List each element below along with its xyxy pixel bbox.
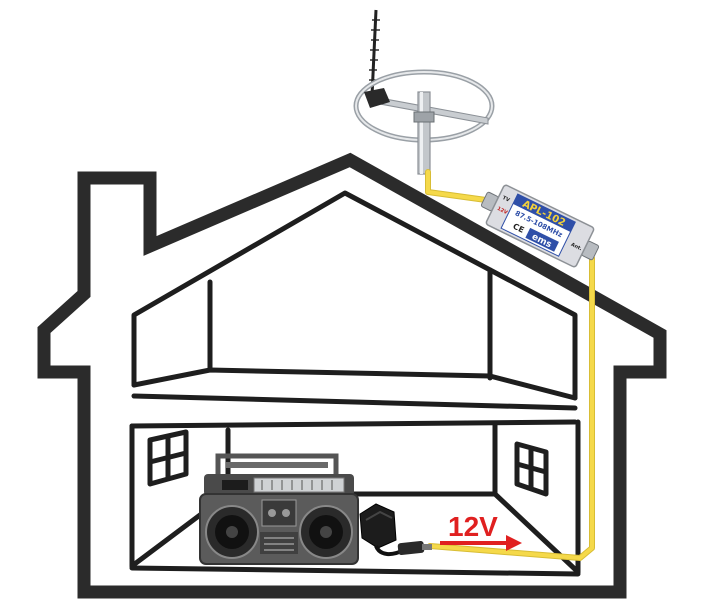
amplifier-power: 12V (496, 206, 508, 216)
power-voltage-label: 12V (448, 511, 498, 542)
boombox-radio (199, 453, 359, 565)
power-flow-arrow (440, 535, 522, 551)
fm-antenna (353, 9, 495, 175)
amplifier-port-in: TV (501, 195, 510, 204)
coax-cable (425, 169, 595, 561)
ce-mark: CE (511, 222, 525, 235)
power-adapter (359, 503, 432, 557)
living-room (129, 419, 581, 577)
left-window (147, 429, 189, 487)
attic-room (131, 190, 578, 411)
right-window (514, 441, 549, 497)
antenna-amplifier: APL-102 87.5-108MHz CE ems TV 12V Ant. (480, 184, 600, 268)
amplifier-port-out: Ant. (570, 242, 583, 253)
house-outline (37, 152, 667, 599)
